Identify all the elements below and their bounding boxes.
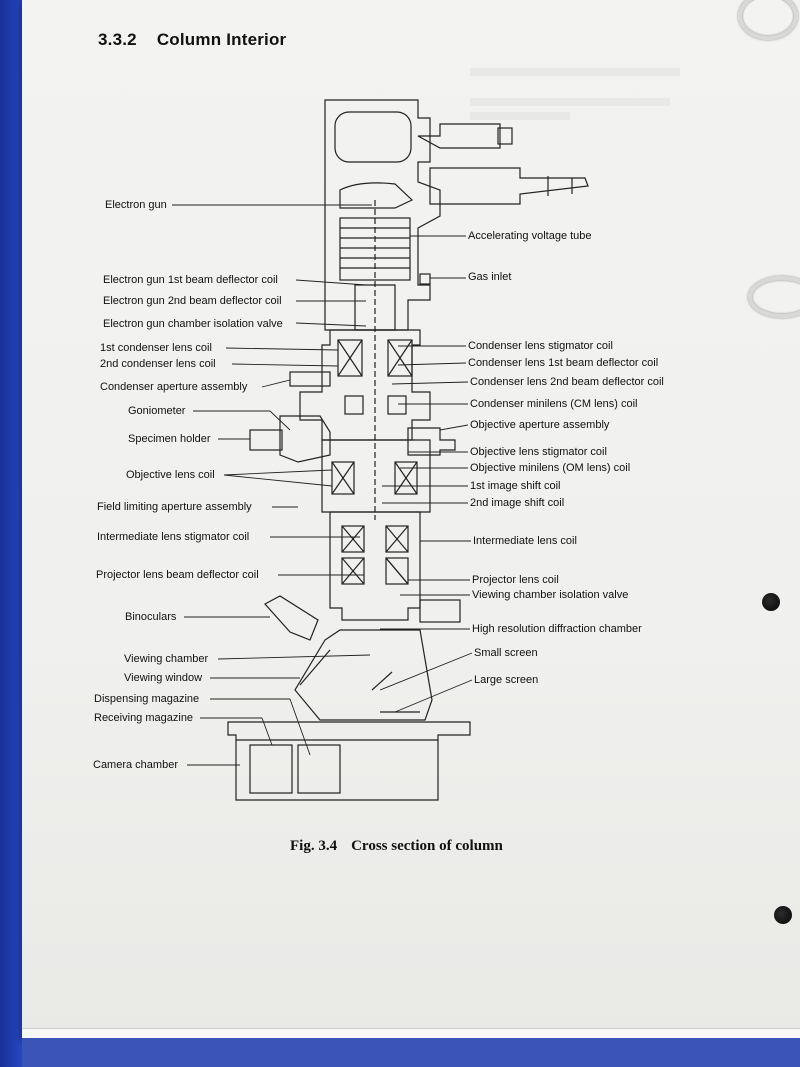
label-right: Objective minilens (OM lens) coil xyxy=(470,462,631,474)
figure-caption: Fig. 3.4 Cross section of column xyxy=(290,838,503,855)
section-title: Column Interior xyxy=(156,30,287,49)
show-through-text xyxy=(470,68,680,76)
show-through-text xyxy=(470,112,570,120)
binder-bottom xyxy=(22,1038,800,1067)
leader-lines-left xyxy=(172,204,372,766)
label-left: Dispensing magazine xyxy=(94,693,200,705)
label-right: Gas inlet xyxy=(468,271,512,283)
binder-cover xyxy=(0,0,26,1067)
label-left: 2nd condenser lens coil xyxy=(100,358,216,370)
label-right: Condenser minilens (CM lens) coil xyxy=(470,398,638,410)
figure-number: Fig. 3.4 xyxy=(290,838,338,854)
leader-lines-right xyxy=(379,235,473,713)
label-left: Electron gun 1st beam deflector coil xyxy=(103,274,278,286)
label-left: Viewing chamber xyxy=(124,653,209,665)
label-right: Small screen xyxy=(474,647,538,659)
label-right: Projector lens coil xyxy=(472,574,559,586)
electron-gun-icon xyxy=(339,182,414,209)
label-left: Specimen holder xyxy=(128,433,211,445)
accelerating-tube-icon xyxy=(339,200,411,520)
section-heading: 3.3.2 Column Interior xyxy=(98,30,286,50)
label-left: Field limiting aperture assembly xyxy=(97,501,252,513)
label-left: Goniometer xyxy=(128,405,186,417)
condenser-section xyxy=(299,329,431,441)
label-right: 2nd image shift coil xyxy=(470,497,565,509)
binoculars-icon xyxy=(264,595,319,641)
label-right: Condenser lens stigmator coil xyxy=(468,340,613,352)
binder-ring-middle xyxy=(748,276,800,318)
label-left: Electron gun 2nd beam deflector coil xyxy=(103,295,282,307)
binder-ring-top xyxy=(738,0,798,40)
gun-side-feedthrough xyxy=(429,167,589,205)
gas-inlet-port xyxy=(419,273,431,285)
label-right: Objective lens stigmator coil xyxy=(470,446,607,458)
viewing-chamber-icon xyxy=(294,629,433,721)
show-through-text xyxy=(470,98,670,106)
label-left: Electron gun chamber isolation valve xyxy=(103,318,283,330)
label-right: Intermediate lens coil xyxy=(473,535,577,547)
label-right: Viewing chamber isolation valve xyxy=(472,589,629,601)
label-left: Objective lens coil xyxy=(126,469,215,481)
label-left: Projector lens beam deflector coil xyxy=(96,569,259,581)
intermediate-section xyxy=(329,511,421,621)
objective-aperture-icon xyxy=(407,427,456,456)
label-right: 1st image shift coil xyxy=(470,480,561,492)
objective-section xyxy=(321,439,431,513)
label-right: Accelerating voltage tube xyxy=(468,230,592,242)
label-left: Viewing window xyxy=(124,672,203,684)
punch-hole xyxy=(774,906,792,924)
camera-chamber-icon xyxy=(227,721,471,801)
gun-housing xyxy=(324,99,441,331)
label-right: Condenser lens 1st beam deflector coil xyxy=(468,357,659,369)
label-left: Condenser aperture assembly xyxy=(100,381,248,393)
label-right: High resolution diffraction chamber xyxy=(472,623,642,635)
label-left: Electron gun xyxy=(105,199,167,211)
goniometer-icon xyxy=(279,415,331,463)
label-left: Camera chamber xyxy=(93,759,178,771)
manual-page xyxy=(22,0,800,1040)
label-left: Intermediate lens stigmator coil xyxy=(97,531,250,543)
section-number: 3.3.2 xyxy=(98,30,137,49)
punch-hole xyxy=(762,593,780,611)
condenser-aperture-icon xyxy=(289,371,331,387)
label-right: Objective aperture assembly xyxy=(470,419,610,431)
figure-caption-text: Cross section of column xyxy=(351,838,503,854)
label-left: Binoculars xyxy=(125,611,177,623)
specimen-holder-icon xyxy=(249,429,283,451)
isolation-valve-icon xyxy=(419,599,461,623)
label-left: Receiving magazine xyxy=(94,712,194,724)
label-right: Large screen xyxy=(474,674,539,686)
label-left: 1st condenser lens coil xyxy=(100,342,212,354)
label-right: Condenser lens 2nd beam deflector coil xyxy=(470,376,664,388)
